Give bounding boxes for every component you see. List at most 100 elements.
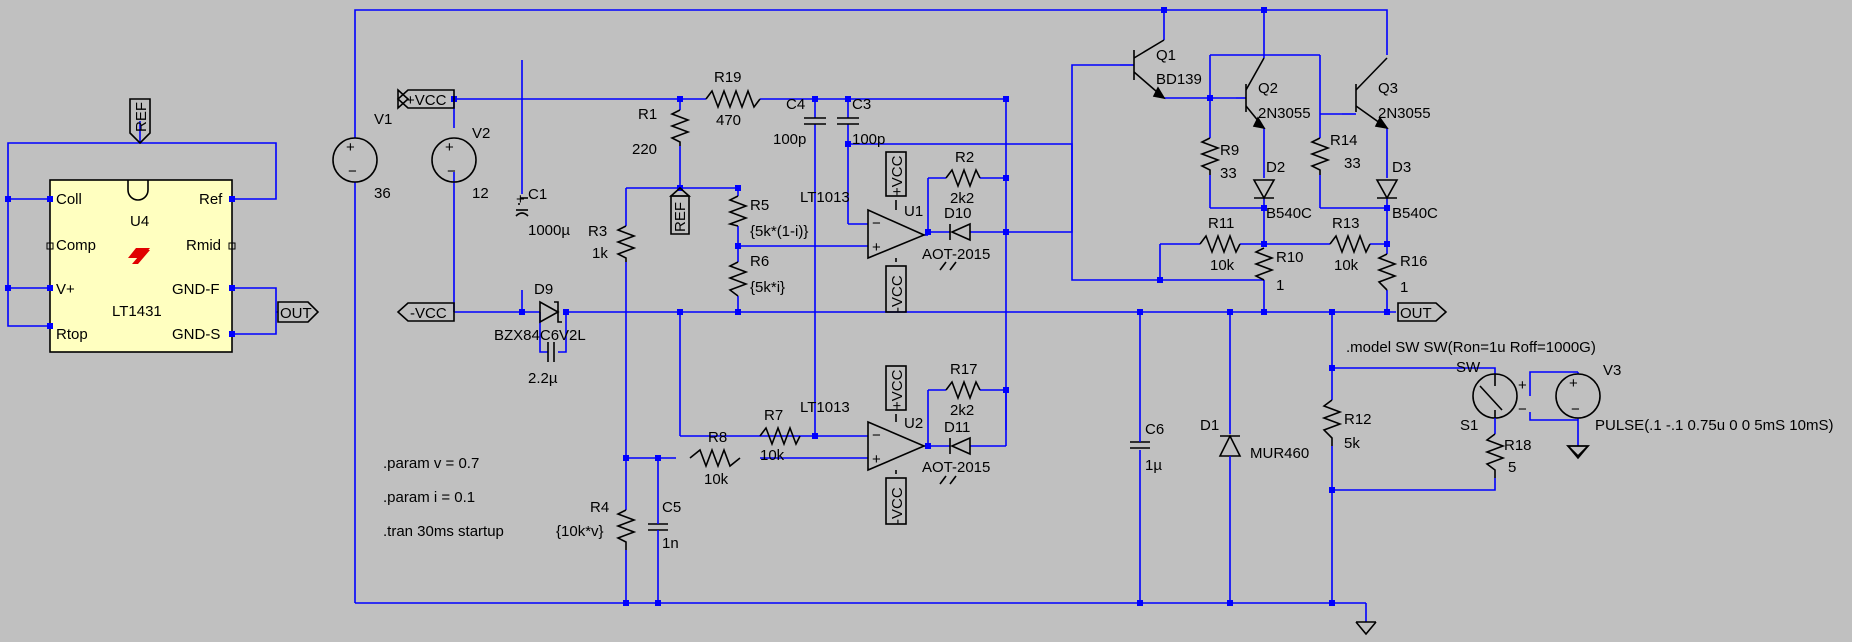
svg-text:+: + [346,139,355,156]
svg-text:R14: R14 [1330,132,1358,149]
resistor-r10[interactable]: R10 1 [1253,247,1304,294]
svg-text:D10: D10 [944,205,972,222]
resistor-r14[interactable]: R14 33 [1309,132,1361,175]
source-v1[interactable]: +− V1 36 [332,111,392,202]
svg-text:+: + [872,239,881,256]
ground-symbol-v3 [1566,445,1590,458]
svg-text:36: 36 [374,185,391,202]
svg-text:2k2: 2k2 [950,402,974,419]
svg-text:−: − [447,163,456,180]
svg-text:Q1: Q1 [1156,47,1176,64]
net-label-vcc-neg: -VCC [396,302,455,322]
resistor-r13[interactable]: R13 10k [1329,215,1371,274]
svg-text:R4: R4 [590,499,609,516]
resistor-r8[interactable]: R8 10k [689,429,741,488]
resistor-r5[interactable]: R5 {5k*(1-i)} [727,195,808,240]
svg-text:100p: 100p [852,131,885,148]
svg-text:B540C: B540C [1392,205,1438,222]
capacitor-c3[interactable]: C3 100p [837,96,885,148]
capacitor-c4[interactable]: C4 100p [773,96,826,148]
transistor-q3[interactable]: Q3 2N3055 [1342,57,1431,130]
svg-text:LT1013: LT1013 [800,189,850,206]
svg-text:R18: R18 [1504,437,1532,454]
source-v2[interactable]: + − V2 12 [431,99,490,202]
source-v3[interactable]: +− V3 PULSE(.1 -.1 0.75u 0 0 5mS 10mS) [1555,362,1833,460]
svg-text:+VCC: +VCC [889,155,906,196]
resistor-r16[interactable]: R16 1 [1376,253,1428,296]
svg-text:−: − [1571,401,1580,418]
transistor-q1[interactable]: Q1 BD139 [1120,39,1202,100]
svg-text:REF: REF [672,202,689,232]
resistor-r19[interactable]: R19 470 [705,69,761,129]
tran-directive: .tran 30ms startup [383,523,504,540]
resistor-r7[interactable]: R7 10k [759,407,801,464]
net-label-out-right: OUT [1397,302,1448,322]
resistor-r11[interactable]: R11 10k [1199,215,1241,274]
capacitor-c6[interactable]: C6 1µ [1130,421,1164,474]
resistor-r12[interactable]: R12 5k [1321,399,1372,452]
svg-text:C1: C1 [528,186,547,203]
svg-text:R3: R3 [588,223,607,240]
svg-text:SW: SW [1456,359,1481,376]
ic-u4[interactable]: Coll Comp V+ Rtop Ref Rmid GND-F GND-S U… [46,179,236,353]
switch-s1[interactable]: + − SW S1 [1456,359,1527,434]
svg-text:R7: R7 [764,407,783,424]
opamp-u2[interactable]: − + U2 LT1013 +VCC -VCC [800,365,927,525]
svg-text:1k: 1k [592,245,608,262]
diode-d1[interactable]: D1 MUR460 [1200,417,1309,464]
svg-text:2N3055: 2N3055 [1258,105,1311,122]
svg-text:100p: 100p [773,131,806,148]
svg-text:R1: R1 [638,106,657,123]
svg-text:D9: D9 [534,281,553,298]
resistor-r2[interactable]: R2 2k2 [945,149,981,207]
svg-text:5k: 5k [1344,435,1360,452]
svg-text:D3: D3 [1392,159,1411,176]
svg-text:R8: R8 [708,429,727,446]
pin-vplus-label: V+ [56,281,75,298]
resistor-r17[interactable]: R17 2k2 [945,361,981,419]
diode-d11[interactable]: D11 AOT-2015 [922,419,990,485]
svg-text:-VCC: -VCC [889,487,906,524]
svg-text:Q3: Q3 [1378,80,1398,97]
svg-text:+: + [516,191,525,208]
svg-text:+: + [445,139,454,156]
svg-text:MUR460: MUR460 [1250,445,1309,462]
svg-text:220: 220 [632,141,657,158]
diode-d2[interactable]: D2 B540C [1252,159,1312,222]
resistor-r18[interactable]: R18 5 [1484,433,1532,478]
pin-rmid-label: Rmid [186,237,221,254]
net-label-vcc-pos: +VCC [396,88,455,110]
transistor-q2[interactable]: Q2 2N3055 [1236,57,1311,130]
diode-d9[interactable]: D9 BZX84C6V2L [494,281,586,344]
opamp-u1[interactable]: − + U1 LT1013 +VCC -VCC [800,151,927,313]
capacitor-c1[interactable]: + C1 1000µ [515,186,570,239]
svg-text:REF: REF [133,102,150,132]
svg-text:R16: R16 [1400,253,1428,270]
resistor-r6[interactable]: R6 {5k*i} [727,253,785,297]
svg-text:12: 12 [472,185,489,202]
capacitor-c7[interactable]: 2.2µ [528,312,567,387]
svg-text:-VCC: -VCC [889,275,906,312]
svg-text:V2: V2 [472,125,490,142]
resistor-r1[interactable]: R1 220 [632,106,691,158]
diode-d3[interactable]: D3 B540C [1375,159,1438,222]
resistor-r4[interactable]: R4 {10k*v} [556,499,637,550]
svg-text:D2: D2 [1266,159,1285,176]
svg-text:+VCC: +VCC [406,92,447,109]
param-i-directive: .param i = 0.1 [383,489,475,506]
resistor-r3[interactable]: R3 1k [588,223,637,262]
svg-text:R13: R13 [1332,215,1360,232]
svg-text:R10: R10 [1276,249,1304,266]
diode-d10[interactable]: D10 AOT-2015 [922,205,990,271]
pin-gndf-label: GND-F [172,281,220,298]
svg-text:33: 33 [1220,165,1237,182]
svg-text:{5k*i}: {5k*i} [750,279,785,296]
svg-text:10k: 10k [704,471,729,488]
svg-text:D1: D1 [1200,417,1219,434]
svg-text:R12: R12 [1344,411,1372,428]
svg-text:-VCC: -VCC [410,305,447,322]
capacitor-c5[interactable]: C5 1n [648,499,681,552]
svg-text:OUT: OUT [1400,305,1432,322]
resistor-r9[interactable]: R9 33 [1199,137,1239,182]
